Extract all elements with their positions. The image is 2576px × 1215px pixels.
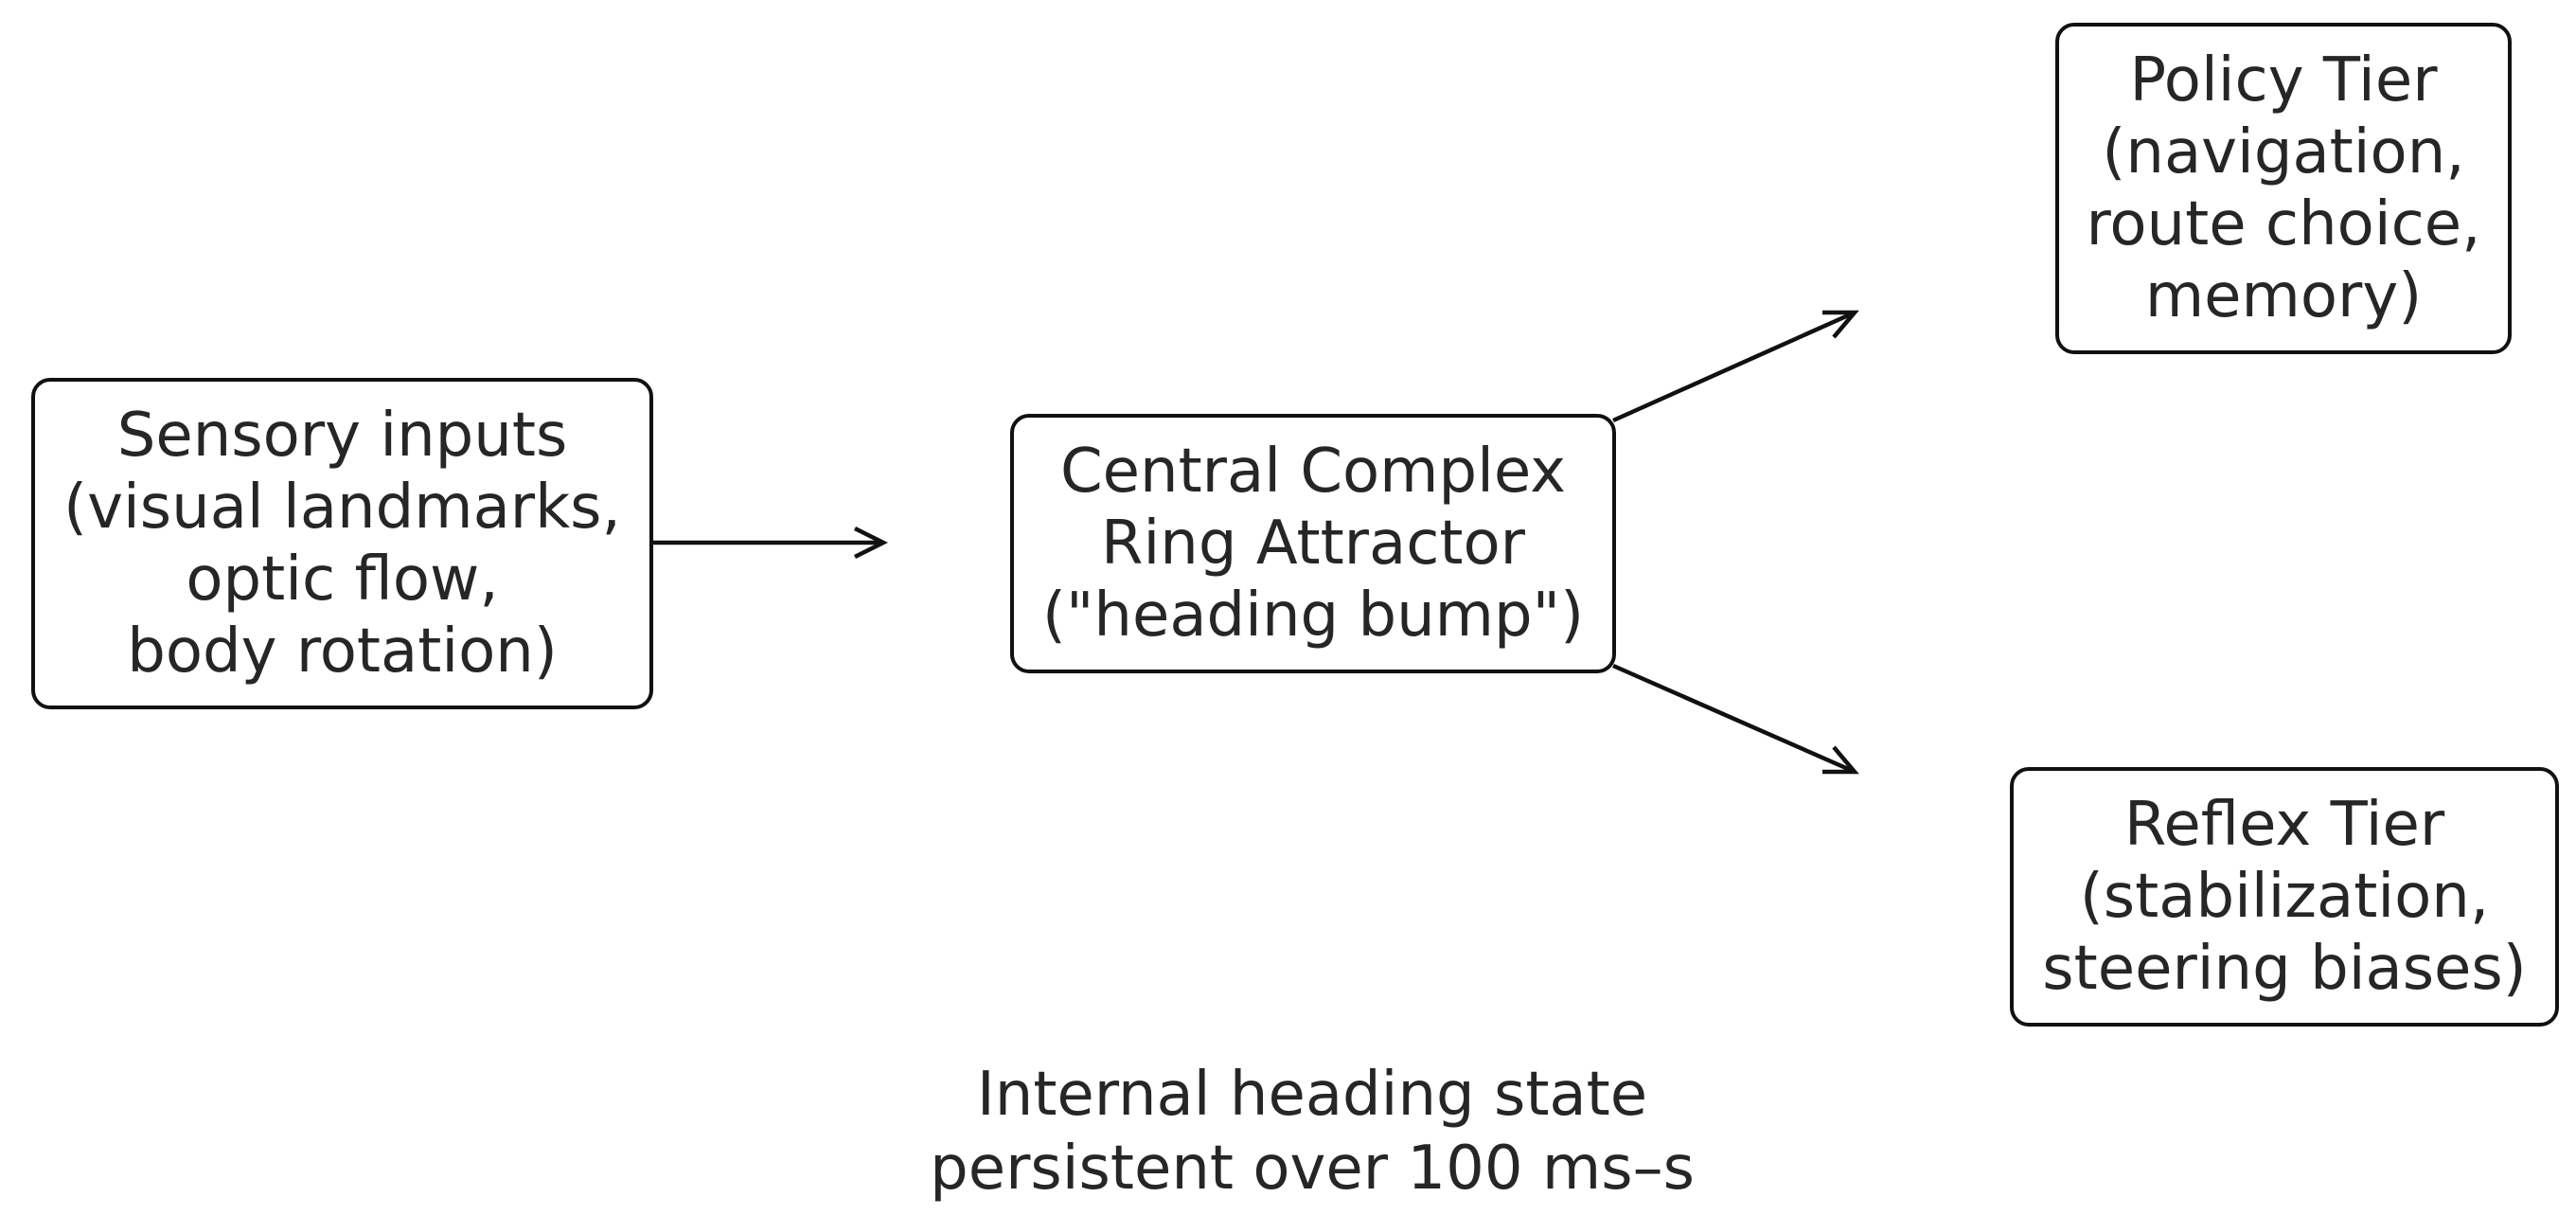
policy-tier-node: Policy Tier (navigation, route choice, m… [2055,23,2512,354]
caption-line-1: Internal heading state [976,1060,1648,1130]
central-complex-line-3: ("heading bump") [1041,581,1585,651]
sensory-inputs-line-3: optic flow, [186,545,499,615]
sensory-inputs-line-2: (visual landmarks, [63,473,621,543]
policy-tier-line-4: memory) [2144,261,2423,331]
policy-tier-line-1: Policy Tier [2129,45,2438,116]
sensory-inputs-line-4: body rotation) [127,616,558,687]
central-complex-node: Central Complex Ring Attractor ("heading… [1010,414,1616,673]
caption-line-2: persistent over 100 ms–s [930,1134,1695,1204]
arrow-sensory-to-central [644,526,889,560]
sensory-inputs-node: Sensory inputs (visual landmarks, optic … [31,378,653,709]
reflex-tier-line-1: Reflex Tier [2123,790,2445,860]
policy-tier-line-2: (navigation, [2102,117,2465,188]
reflex-tier-line-2: (stabilization, [2079,862,2490,932]
reflex-tier-line-3: steering biases) [2042,934,2527,1004]
reflex-tier-node: Reflex Tier (stabilization, steering bia… [2010,767,2559,1027]
heading-state-caption: Internal heading state persistent over 1… [852,1058,1772,1206]
arrow-central-to-reflex [1612,663,1859,775]
central-complex-line-1: Central Complex [1059,437,1567,507]
policy-tier-line-3: route choice, [2086,189,2481,259]
sensory-inputs-line-1: Sensory inputs [116,401,568,471]
central-complex-line-2: Ring Attractor [1101,509,1525,579]
arrow-central-to-policy [1612,310,1859,423]
